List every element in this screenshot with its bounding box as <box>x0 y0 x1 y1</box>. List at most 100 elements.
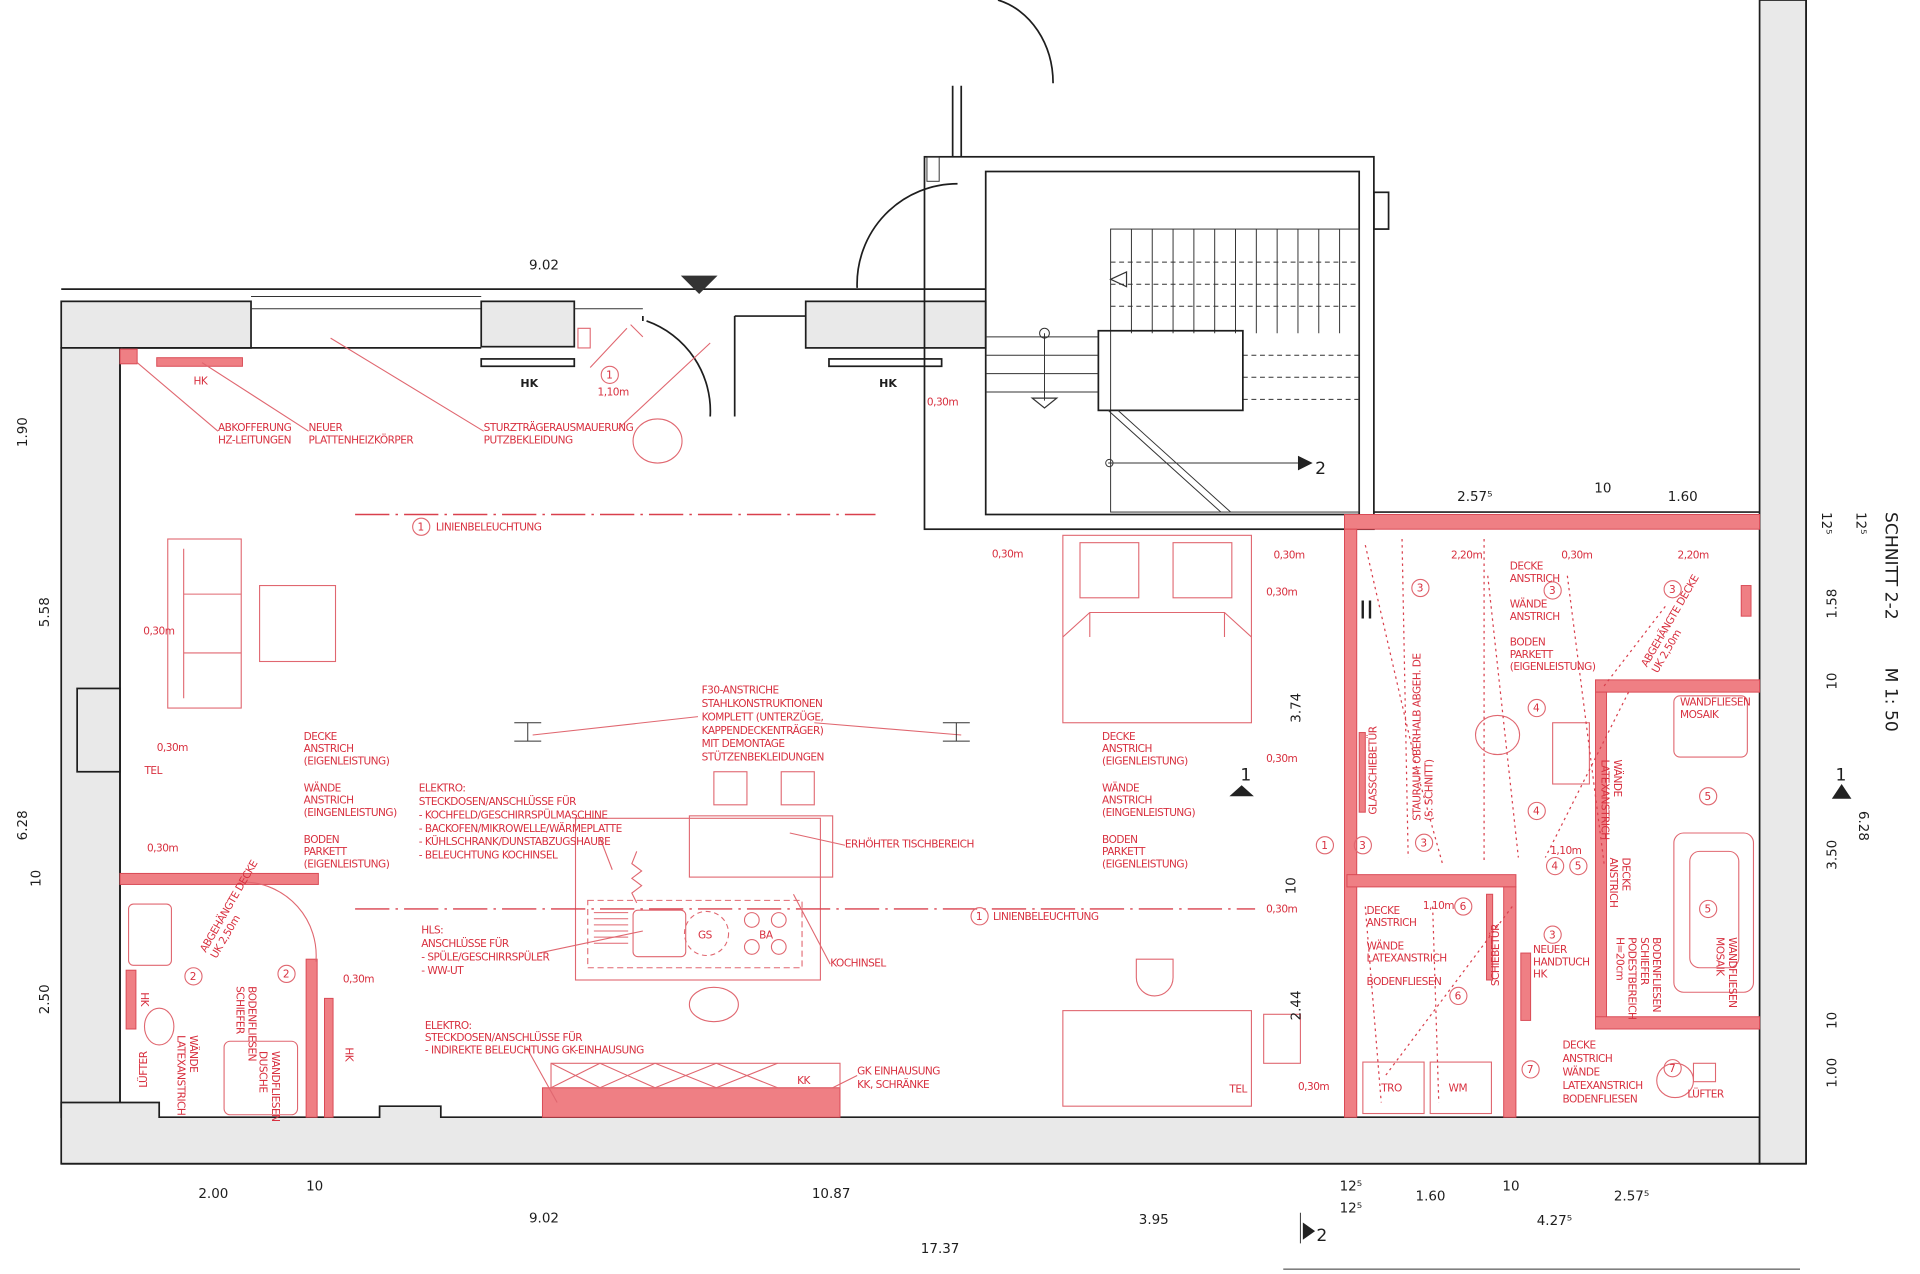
dimension-label: 3.95 <box>1139 1212 1169 1228</box>
annotation-line: (EIGENLEISTUNG) <box>1102 755 1188 767</box>
height-label: 0,30m <box>1273 550 1304 562</box>
entrance-marker-icon <box>680 275 718 294</box>
tel-label: TEL <box>143 765 162 777</box>
annotation-line: MOSAIK <box>1680 709 1720 721</box>
annotation-line: MOSAIK <box>1714 937 1726 977</box>
dimension-label: 3.50 <box>1825 840 1841 870</box>
annotation-line: PODESTBEREICH <box>1626 937 1638 1019</box>
upper-door <box>951 0 1054 157</box>
luefter-label: LÜFTER <box>137 1051 150 1088</box>
annotation-line: BODEN <box>304 834 339 846</box>
annotation-line: LATEXANSTRICH <box>1599 760 1611 840</box>
annotation-line: KOMPLETT (UNTERZÜGE, <box>702 710 824 723</box>
dimension-label: 1.60 <box>1668 489 1698 505</box>
fixture-number: 3 <box>1417 583 1423 595</box>
annotation-line: ABKOFFERUNG <box>218 422 292 434</box>
dimension-label: 2.57⁵ <box>1614 1188 1649 1204</box>
desk <box>1062 1010 1252 1107</box>
fixture-number: 4 <box>1551 861 1558 873</box>
annotation-line: (EIGENLEISTUNG) <box>304 858 390 870</box>
annotation-line: ANSTRICH <box>1562 1053 1612 1065</box>
annotation-line: - KÜHLSCHRANK/DUNSTABZUGSHAUBE <box>419 835 611 848</box>
dimension-label: 10 <box>1284 877 1300 894</box>
annotation-line: - SPÜLE/GESCHIRRSPÜLER <box>421 950 549 963</box>
annotation-line: WÄNDE <box>187 1035 200 1072</box>
annotation-line: BODENFLIESEN <box>246 986 258 1061</box>
dimension-label: 1.58 <box>1825 589 1841 619</box>
fixture-number: 3 <box>1359 840 1365 852</box>
annotation-line: LATEXANSTRICH <box>1367 953 1447 965</box>
annotation-line: BODEN <box>1102 834 1137 846</box>
fixture-number: 1 <box>606 370 612 382</box>
dimension-label: 5.58 <box>37 597 53 627</box>
wm-label: WM <box>1449 1082 1468 1094</box>
fixture-numbers: 1 3 3 3 4 4 4 5 5 5 3 1 3 6 6 3 7 7 2 2 <box>184 365 1718 1079</box>
dimension-label: 10 <box>1825 1012 1841 1029</box>
sink <box>632 909 687 958</box>
section-1-arrow-icon <box>1229 785 1254 797</box>
dimension-label: 9.02 <box>529 257 559 273</box>
hk-label: HK <box>193 376 208 388</box>
annotation-line: ANSTRICH <box>304 743 354 755</box>
fixture-number: 3 <box>1549 929 1555 941</box>
note-kochinsel: KOCHINSEL <box>830 958 886 970</box>
dimension-label: 2.50 <box>37 984 53 1014</box>
wall-pier <box>480 300 576 348</box>
annotation-line: STURZTRÄGERAUSMAUERUNG <box>484 421 634 434</box>
door-swing <box>642 316 736 417</box>
stair-hall <box>923 155 1375 531</box>
fixture-number: 5 <box>1704 791 1710 803</box>
section-marker-2: 2 <box>1315 459 1326 479</box>
height-label: 0,30m <box>1298 1081 1329 1093</box>
note-stauraum: STAURAUM OBERHALB ABGEH. DE(S. SCHNITT) <box>1411 653 1435 820</box>
annotation-line: GK EINHAUSUNG <box>857 1065 940 1077</box>
chair <box>1135 958 1174 997</box>
annotation-line: ANSTRICH <box>1367 917 1417 929</box>
annotation-line: ANSTRICH <box>304 795 354 807</box>
annotation-line: (S. SCHNITT) <box>1424 759 1436 821</box>
section-title: SCHNITT 2-2 <box>1881 512 1901 620</box>
section-2-arrow-icon <box>1297 455 1313 471</box>
dryer <box>1362 1061 1425 1115</box>
note-wandfliesen-dusche: WANDFLIESENDUSCHE <box>257 1051 281 1121</box>
section-1-arrow-icon <box>1831 784 1852 799</box>
structure-walls <box>60 0 1807 1165</box>
height-label: 2,20m <box>1451 550 1482 562</box>
annotation-line: PUTZBEKLEIDUNG <box>484 434 573 446</box>
annotation-line: WÄNDE <box>1367 939 1404 952</box>
dimension-label: 6.28 <box>1855 811 1871 841</box>
luefter-label: LÜFTER <box>1687 1088 1724 1101</box>
annotation-line: WANDFLIESEN <box>1726 937 1738 1007</box>
dimension-label: 2.00 <box>198 1186 228 1202</box>
annotation-line: DECKE <box>1102 731 1135 743</box>
annotation-line: - INDIREKTE BELEUCHTUNG GK-EINHAUSUNG <box>425 1044 644 1056</box>
note-wc-boden: BODENFLIESEN <box>1367 976 1442 988</box>
annotation-line: ANSTRICH <box>1102 743 1152 755</box>
fixture-number: 4 <box>1533 703 1540 715</box>
height-label: 1,10m <box>1423 900 1454 912</box>
annotation-line: NEUER <box>1533 944 1567 956</box>
sofa <box>167 538 242 709</box>
section-marker-2: 2 <box>1316 1226 1327 1246</box>
dimension-label: 9.02 <box>529 1211 559 1227</box>
height-label: 2,20m <box>1678 550 1709 562</box>
height-label: 1,10m <box>1550 845 1581 857</box>
dimension-label: 12⁵ <box>1818 512 1834 535</box>
dimension-label: 3.74 <box>1288 693 1304 723</box>
annotation-line: STAHLKONSTRUKTIONEN <box>702 698 823 710</box>
annotation-line: ELEKTRO: <box>425 1020 472 1032</box>
fixture-number: 5 <box>1575 861 1581 873</box>
radiator-hk-new <box>156 357 243 367</box>
annotation-line: DECKE <box>1510 561 1543 573</box>
annotation-line: DECKE <box>304 731 337 743</box>
annotation-line: LATEXANSTRICH <box>1562 1080 1642 1092</box>
fixture-number: 2 <box>190 971 196 983</box>
